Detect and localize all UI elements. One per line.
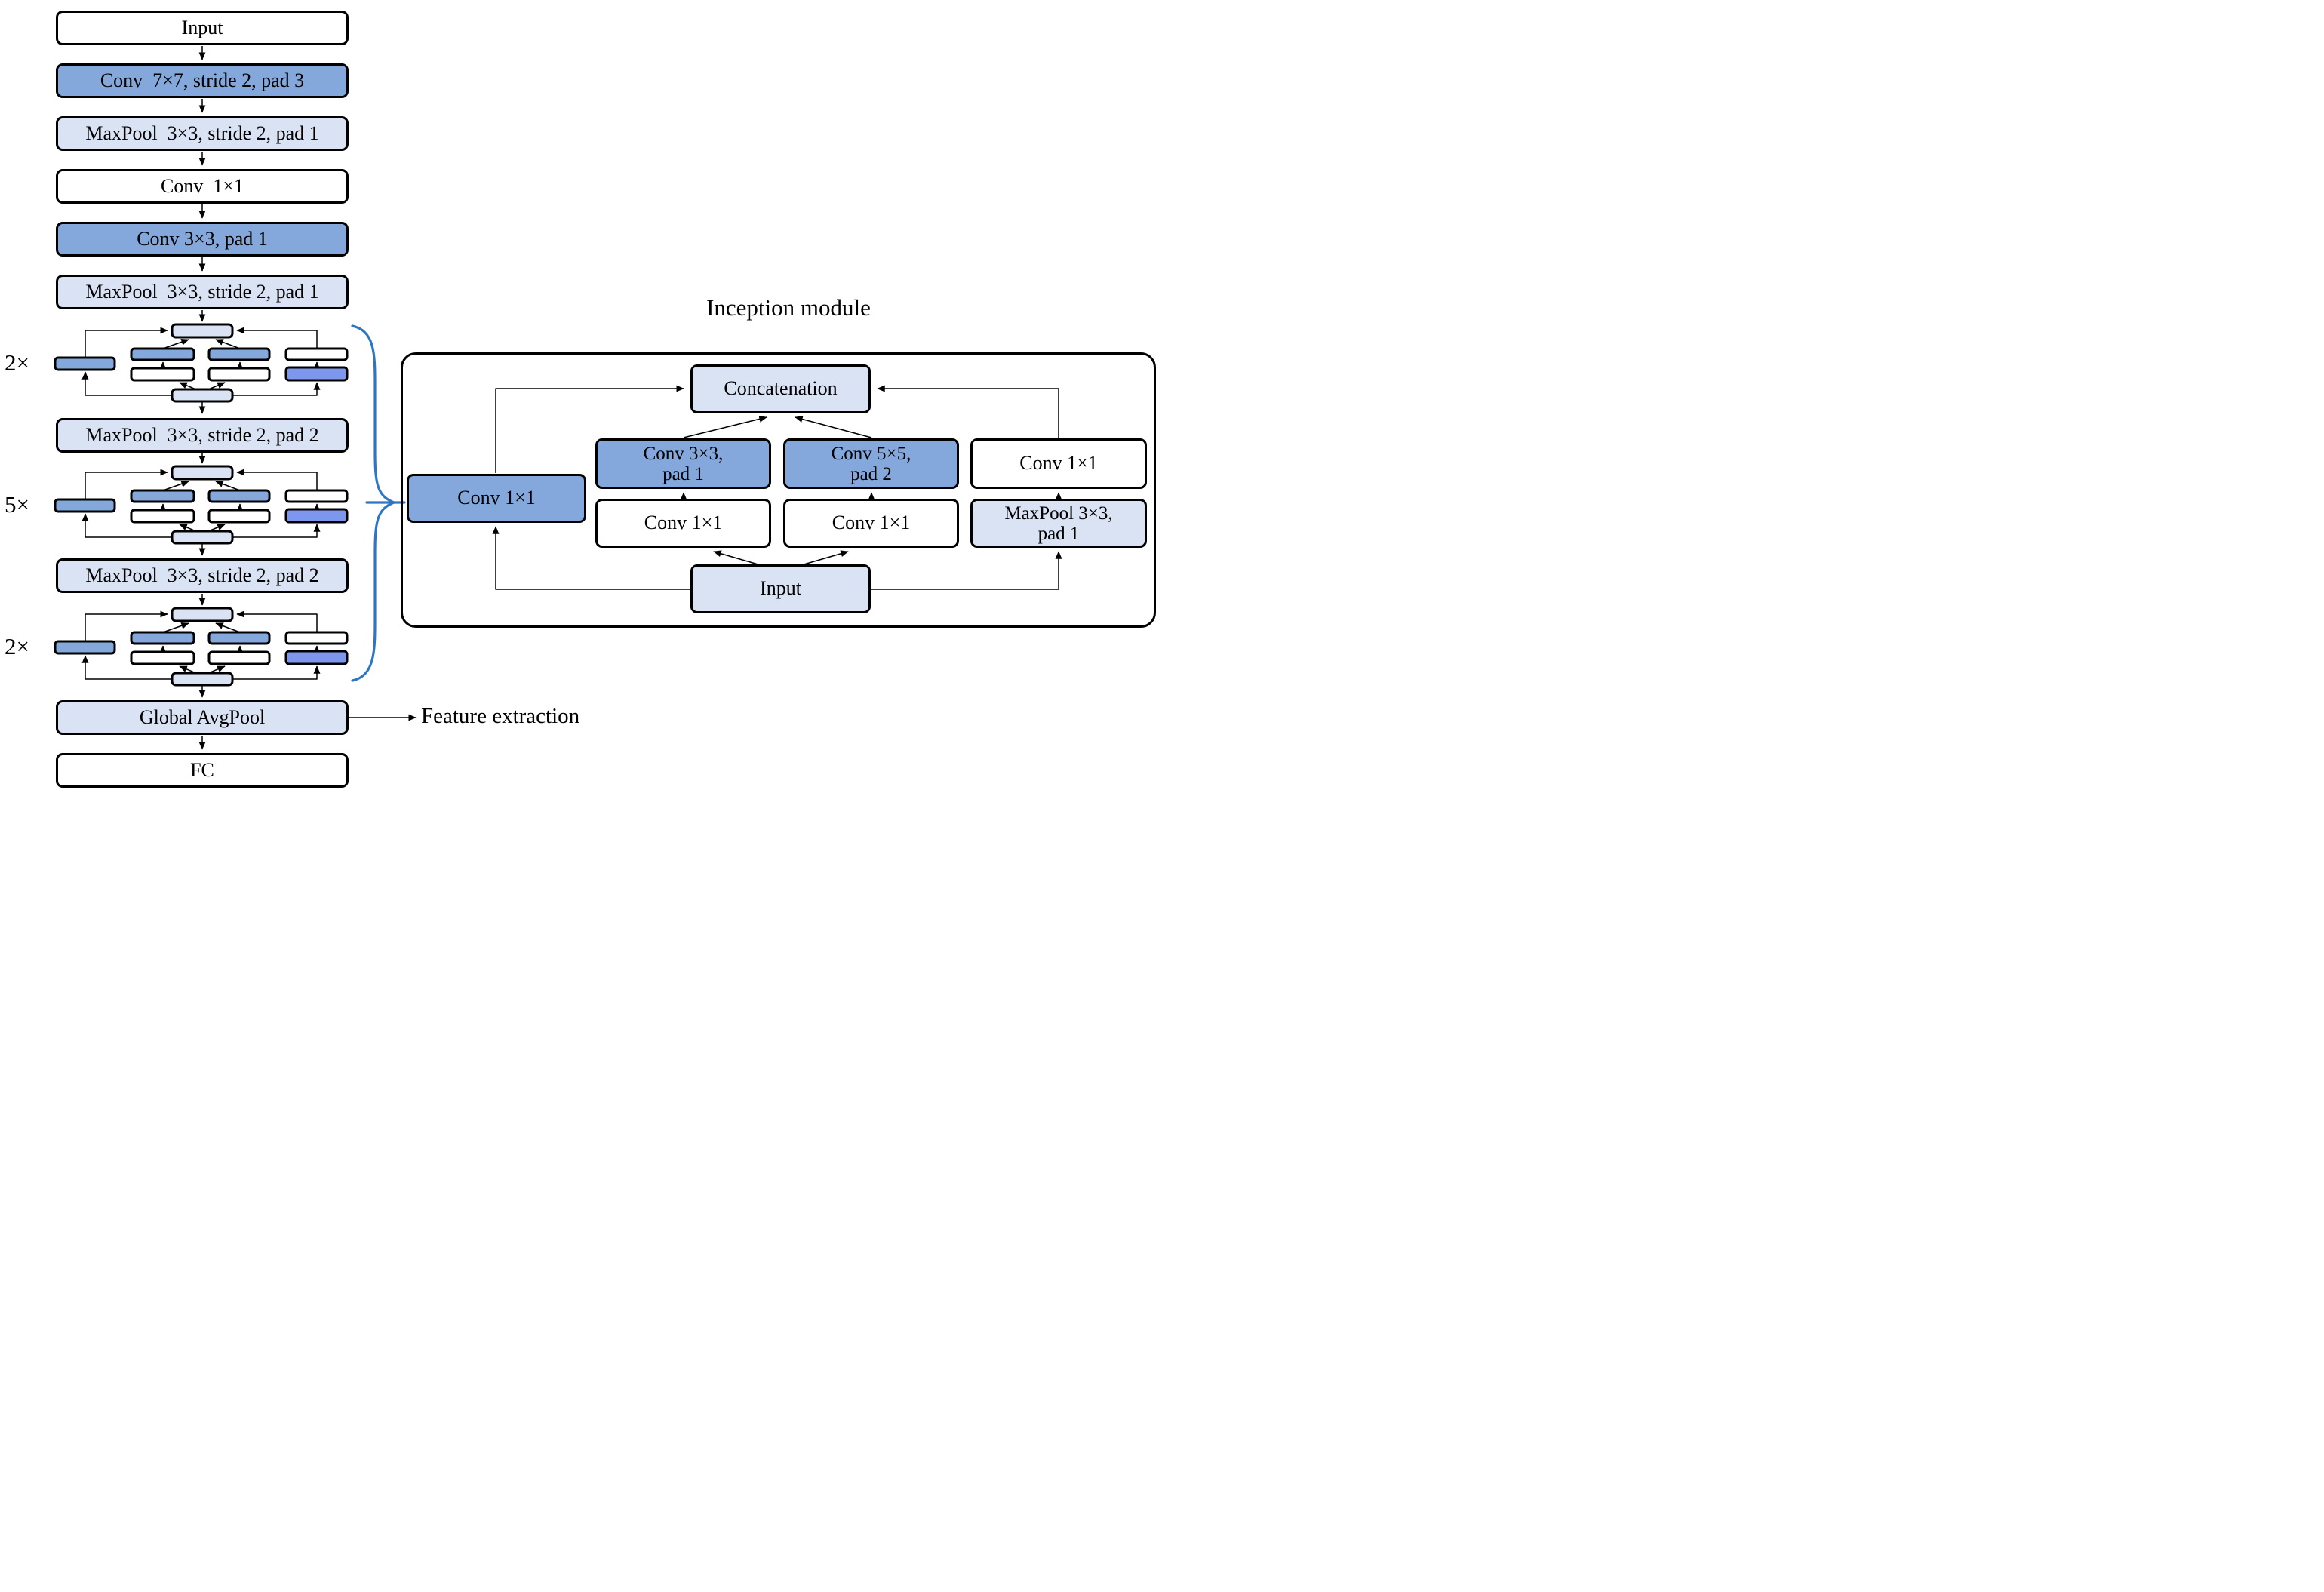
maxpool-s2p2-box-2: MaxPool 3×3, stride 2, pad 2 [56,558,349,593]
arrow-input-branch3 [801,550,849,566]
maxpool2-box: MaxPool 3×3, stride 2, pad 1 [56,275,349,309]
inception-mini-module-2 [55,452,347,555]
multiplier-label-2x-a: 2× [5,349,29,376]
diagram-connectors [0,46,1062,750]
multiplier-label-2x-b: 2× [5,633,29,659]
input-box: Input [56,11,349,45]
multiplier-label-5x: 5× [5,491,29,518]
arrow-rightconv-concat [877,385,1059,438]
maxpool1-box: MaxPool 3×3, stride 2, pad 1 [56,116,349,151]
feature-extraction-label: Feature extraction [421,704,580,728]
inception-maxpool-box: MaxPool 3×3, pad 1 [970,499,1147,548]
conv7x7-box: Conv 7×7, stride 2, pad 3 [56,63,349,98]
inception-input-box: Input [690,564,871,613]
inception-conv5x5-box: Conv 5×5, pad 2 [783,438,959,489]
brace [351,324,406,682]
inception-module-arrows [492,385,1062,590]
inception-conv3x3-box: Conv 3×3, pad 1 [595,438,771,489]
inception-conv1x1-branch3-box: Conv 1×1 [783,499,959,548]
concatenation-box: Concatenation [690,364,871,413]
arrow-leftconv-concat [495,385,684,473]
inception-mini-module-1 [55,310,347,413]
arrow-conv5-concat [795,416,872,438]
inception-conv1x1-right-box: Conv 1×1 [970,438,1147,489]
inception-conv1x1-left-box: Conv 1×1 [407,474,586,523]
conv3x3-box: Conv 3×3, pad 1 [56,222,349,257]
arrow-conv3-concat [683,415,767,438]
inception-mini-module-3 [55,594,347,697]
conv1x1-box: Conv 1×1 [56,169,349,204]
arrow-input-leftconv [492,526,691,590]
inception-module-title: Inception module [706,294,871,321]
fc-box: FC [56,753,349,788]
arrow-input-maxpool [870,551,1062,590]
maxpool-s2p2-box-1: MaxPool 3×3, stride 2, pad 2 [56,418,349,453]
inception-conv1x1-branch2-box: Conv 1×1 [595,499,771,548]
left-column-arrows [198,46,417,750]
global-avgpool-box: Global AvgPool [56,700,349,735]
cnn-architecture-diagram: Input Conv 7×7, stride 2, pad 3 MaxPool … [0,0,1162,796]
inception-module-container [401,352,1156,628]
arrow-input-branch2 [713,550,761,566]
